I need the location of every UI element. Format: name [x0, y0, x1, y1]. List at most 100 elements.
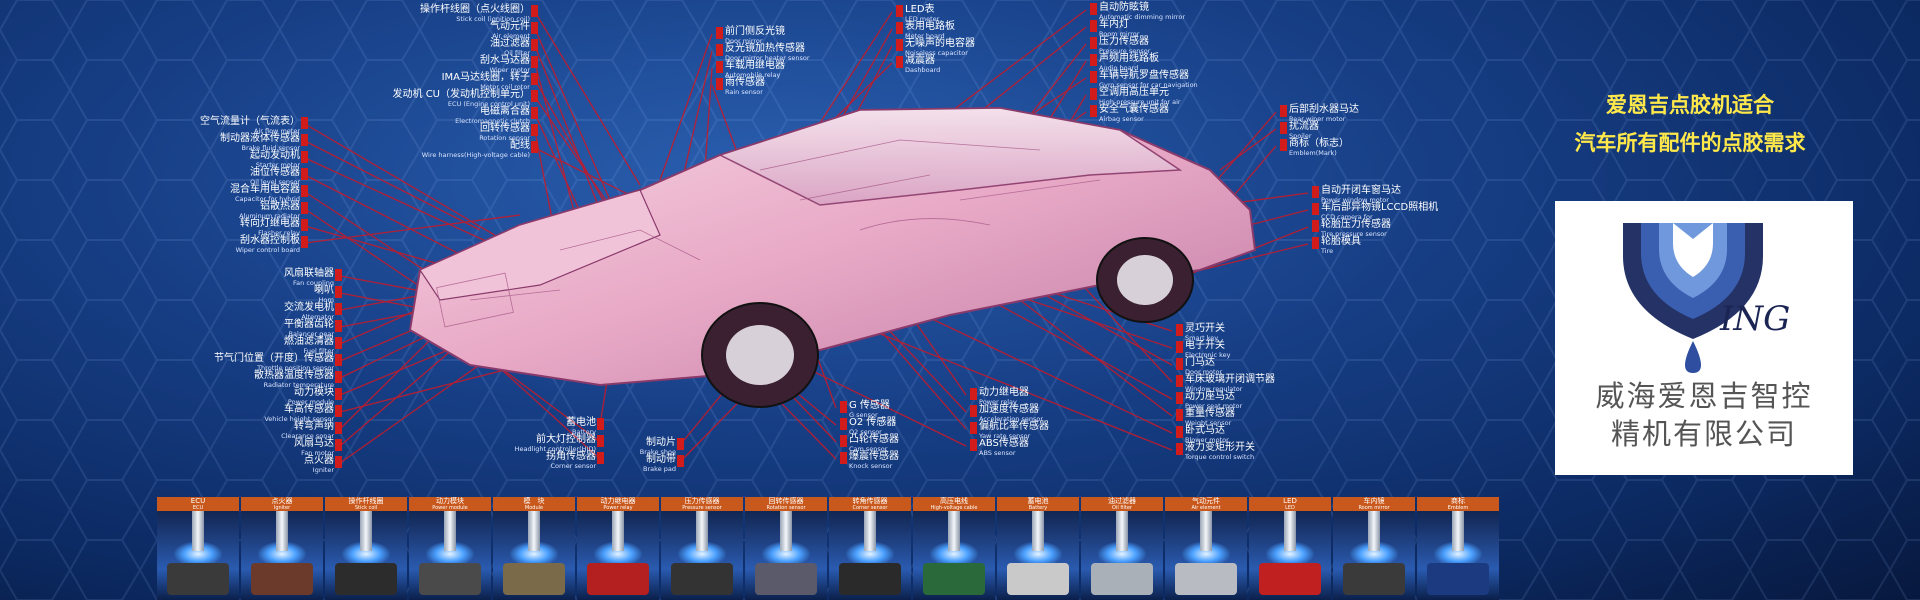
component-label-en: CCD camera for	[1321, 213, 1373, 221]
tile-caption-zh: 动力模块	[436, 497, 464, 505]
label-marker	[896, 56, 903, 68]
label-marker	[531, 22, 538, 34]
tile-caption-zh: 商标	[1451, 497, 1465, 505]
component-label-en: Blower motor	[1185, 436, 1229, 444]
component-label-zh: 动力继电器	[979, 387, 1029, 398]
label-marker	[970, 439, 977, 451]
tile-caption-en: Pressure sensor	[682, 505, 722, 511]
component-label-en: Rear wiper motor	[1289, 115, 1346, 123]
label-marker	[531, 141, 538, 153]
component-label-zh: 门马达	[1185, 357, 1215, 368]
component-label: 发动机 CU（发动机控制单元）ECU (Engine control unit)	[393, 90, 530, 108]
dispensing-needle-icon	[612, 511, 624, 551]
dispensing-needle-icon	[276, 511, 288, 551]
label-marker	[335, 337, 342, 349]
label-marker	[301, 219, 308, 231]
tile-caption-en: ECU	[192, 505, 204, 511]
label-marker	[896, 39, 903, 51]
company-name: 威海爱恩吉智控 精机有限公司	[1555, 377, 1853, 453]
dispensing-needle-icon	[1284, 511, 1296, 551]
component-label-en: Starter motor	[255, 161, 300, 169]
component-label-zh: 风扇马达	[294, 438, 334, 449]
dispensing-needle-icon	[864, 511, 876, 551]
logo-wordmark: ING	[1720, 299, 1791, 339]
tile-caption-zh: 转角传感器	[852, 497, 888, 505]
component-label-zh: 喇叭	[314, 285, 334, 296]
component-label-en: O2 sensor	[849, 428, 882, 436]
component-label-zh: 转向灯继电器	[240, 218, 300, 229]
component-label-en: Dashboard	[905, 66, 941, 74]
component-label-en: Capacitor for hybrid	[235, 195, 300, 203]
component-label-en: Battery	[571, 428, 596, 436]
component-label-zh: ABS传感器	[979, 438, 1029, 449]
label-marker	[301, 151, 308, 163]
component-label-en: Corner sensor	[550, 462, 596, 470]
component-label-zh: 车高传感器	[284, 404, 334, 415]
component-label-en: Cam sensor	[849, 445, 888, 453]
label-marker	[335, 320, 342, 332]
label-marker	[1176, 409, 1183, 421]
component-label-en: Wiper motor	[489, 66, 530, 74]
component-label-en: Headlight controller(HID)	[514, 445, 596, 453]
component-label-en: Acceleration sensor	[979, 415, 1043, 423]
label-marker	[716, 44, 723, 56]
component-part-icon	[671, 563, 733, 595]
component-label-en: Fan coupling	[293, 279, 334, 287]
component-part-icon	[1007, 563, 1069, 595]
car-illustration	[304, 9, 1309, 464]
tile-caption-en: Battery	[1028, 505, 1048, 511]
label-marker	[335, 439, 342, 451]
dispensing-needle-icon	[1452, 511, 1464, 551]
component-label-en: Brake shoe	[639, 448, 676, 456]
component-label-zh: 节气门位置（开度）传感器	[214, 353, 334, 364]
component-label-zh: 声频用线路板	[1099, 53, 1159, 64]
component-label-en: Power seat motor	[1185, 402, 1243, 410]
component-label-en: Aluminum radiator	[239, 212, 300, 220]
tile-caption-en: Rotation sensor	[766, 505, 806, 511]
tile-caption-zh: 蓄电池	[1027, 497, 1049, 505]
label-marker	[1280, 139, 1287, 151]
component-label-en: Throttle position sensor	[257, 364, 334, 372]
component-label-zh: 无噪声的电容器	[905, 38, 975, 49]
tile-caption-en: LED	[1285, 505, 1295, 511]
component-label-en: Igniter	[312, 466, 334, 474]
label-marker	[1090, 3, 1097, 15]
label-marker	[335, 354, 342, 366]
component-label-en: Vehicle height sensor	[264, 415, 334, 423]
tile-caption-zh: 气动元件	[1192, 497, 1220, 505]
component-label-en: Horn	[318, 296, 334, 304]
component-part-icon	[755, 563, 817, 595]
component-label-en: Alternator	[301, 313, 334, 321]
label-marker	[716, 61, 723, 73]
component-label-zh: 混合车用电容器	[230, 184, 300, 195]
label-marker	[1176, 392, 1183, 404]
tile-caption-zh: 模 块	[523, 497, 545, 505]
component-label-zh: 表用电路板	[905, 21, 955, 32]
tile-caption-zh: 车内镜	[1363, 497, 1385, 505]
